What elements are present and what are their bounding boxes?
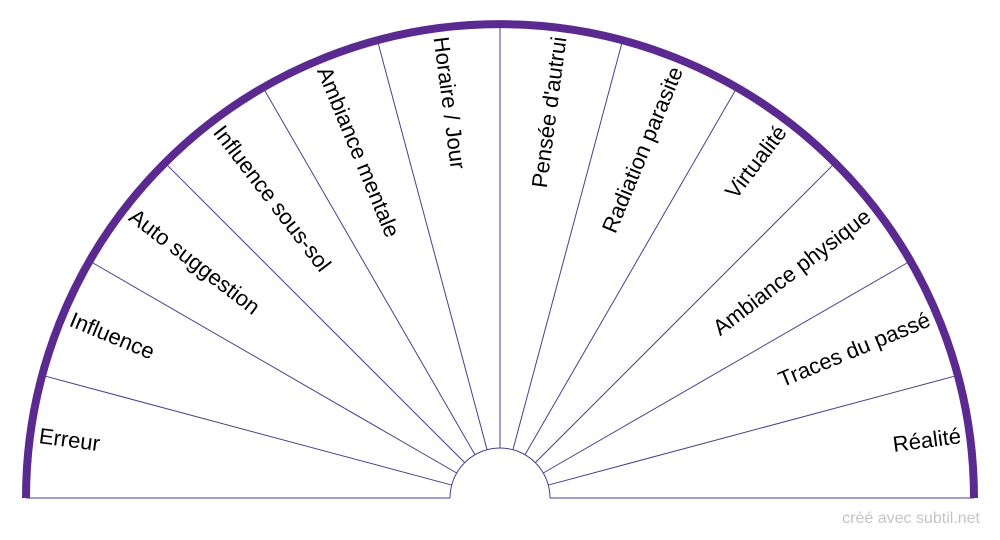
sector-divider [262, 87, 476, 455]
sector-label: Réalité [891, 423, 962, 457]
outer-arc [22, 20, 978, 499]
sector-divider [89, 260, 457, 474]
sector-label: Influence [66, 307, 158, 364]
sector-divider [376, 40, 488, 450]
credit-text: créé avec subtil.net [842, 510, 980, 527]
sector-label: Radiation parasite [597, 63, 688, 236]
hub-arc [449, 447, 551, 499]
sector-label: Erreur [38, 423, 102, 456]
sector-label: Virtualité [720, 120, 792, 203]
sector-divider [543, 260, 911, 474]
sector-label: Auto suggestion [125, 204, 265, 320]
sector-divider [535, 162, 836, 463]
sector-label: Influence sous-sol [208, 120, 336, 276]
sector-label: Horaire / Jour [429, 35, 471, 170]
sector-divider [164, 162, 465, 463]
sector-divider [512, 40, 624, 450]
sector-divider [524, 87, 738, 455]
sector-label: Ambiance physique [708, 204, 876, 341]
dial-rings [22, 20, 978, 499]
sector-label: Traces du passé [775, 307, 934, 392]
sector-divider [548, 374, 958, 486]
sector-dividers [26, 24, 974, 499]
sector-divider [42, 374, 452, 486]
sector-label: Pensée d'autrui [527, 35, 572, 189]
